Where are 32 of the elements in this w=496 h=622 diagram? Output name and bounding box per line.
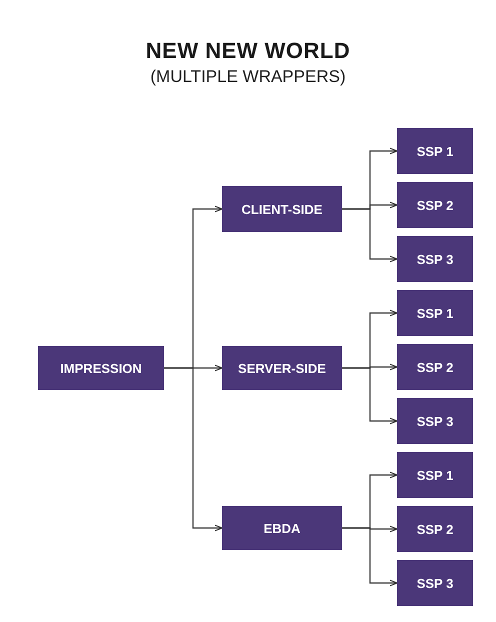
arrow: [342, 527, 398, 586]
process-box: [222, 506, 342, 550]
subtitle: (MULTIPLE WRAPPERS): [149, 67, 347, 87]
box-label: SSP 3: [416, 576, 454, 590]
process-box: [397, 290, 473, 336]
process-box: [397, 236, 473, 282]
process-box: [397, 344, 473, 390]
arrow: [342, 367, 398, 424]
process-box: [397, 452, 473, 498]
process-box: [397, 128, 473, 174]
process-box: [38, 346, 164, 390]
process-box: [397, 506, 473, 552]
box-label: SSP 2: [416, 198, 454, 212]
box-label: SSP 1: [416, 144, 454, 158]
box-label: SSP 2: [416, 360, 454, 374]
arrow: [164, 367, 223, 532]
box-label: EBDA: [264, 520, 300, 536]
process-box: [397, 182, 473, 228]
box-label: SSP 3: [416, 414, 454, 428]
title: NEW NEW WORLD: [144, 38, 352, 64]
box-label: SSP 1: [416, 306, 454, 320]
box-label: SSP 1: [416, 468, 454, 482]
box-label: IMPRESSION: [60, 360, 142, 376]
box-label: SSP 3: [416, 252, 454, 266]
box-label: CLIENT-SIDE: [242, 202, 322, 216]
arrow: [342, 208, 398, 262]
box-label: SSP 2: [416, 522, 454, 536]
process-box: [397, 398, 473, 444]
box-label: SERVER-SIDE: [238, 360, 326, 376]
process-box: [222, 186, 342, 232]
process-box: [222, 346, 342, 390]
process-box: [397, 560, 473, 606]
